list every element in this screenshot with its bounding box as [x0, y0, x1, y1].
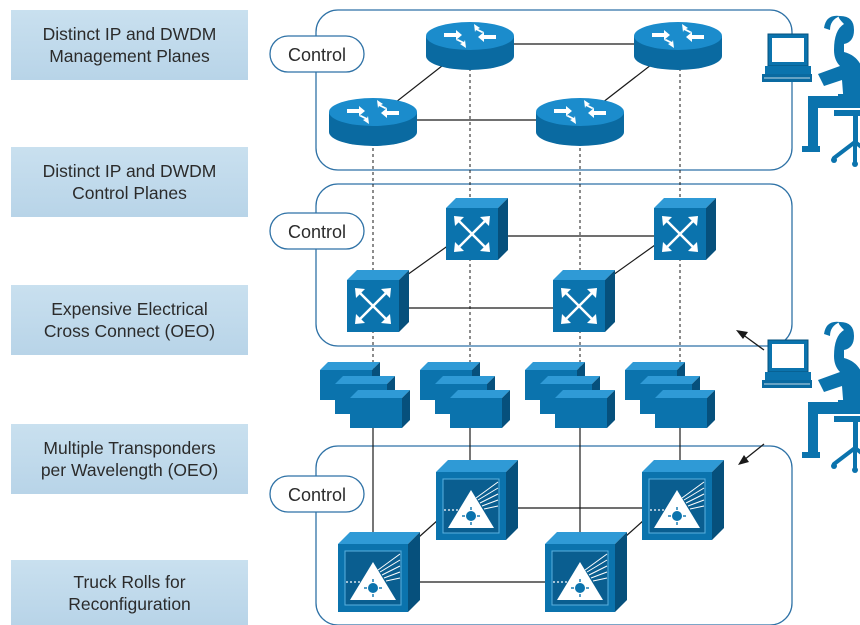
label-line: Expensive Electrical	[51, 299, 208, 319]
optical-node-icon	[641, 459, 725, 541]
transponder-group	[625, 362, 715, 428]
transponder-group	[320, 362, 410, 428]
label-truck-rolls: Truck Rolls for Reconfiguration	[11, 560, 248, 625]
control-label: Control	[288, 222, 346, 242]
label-line: Distinct IP and DWDM	[42, 161, 217, 181]
cross-connect-icon	[551, 268, 617, 334]
label-line: Management Planes	[49, 46, 210, 66]
control-plane	[315, 183, 793, 347]
operator-at-workstation-icon	[760, 319, 860, 475]
control-pill-optical: Control	[269, 475, 365, 513]
label-line: Cross Connect (OEO)	[43, 321, 216, 341]
label-cross-connect: Expensive Electrical Cross Connect (OEO)	[11, 285, 248, 355]
label-line: Control Planes	[72, 183, 187, 203]
cross-connect-icon	[345, 268, 411, 334]
control-pill-management: Control	[269, 35, 365, 73]
control-pill-control: Control	[269, 212, 365, 250]
label-control-planes: Distinct IP and DWDM Control Planes	[11, 147, 248, 217]
control-label: Control	[288, 485, 346, 505]
transponder-icon	[655, 390, 715, 428]
transponder-group	[420, 362, 510, 428]
label-line: Distinct IP and DWDM	[42, 24, 217, 44]
router-links	[372, 43, 679, 121]
router-icon	[536, 98, 624, 146]
optical-plane	[315, 445, 793, 625]
optical-vertical-links	[372, 428, 681, 540]
label-line: Reconfiguration	[68, 593, 191, 614]
optical-node-icon	[337, 531, 421, 613]
control-label: Control	[288, 45, 346, 65]
cross-connect-icon	[444, 196, 510, 262]
label-line: Multiple Transponders	[43, 438, 216, 458]
router-icon	[426, 22, 514, 70]
router-icon	[634, 22, 722, 70]
optical-node-icon	[435, 459, 519, 541]
management-plane	[315, 9, 793, 171]
transponder-icon	[555, 390, 615, 428]
label-management-planes: Distinct IP and DWDM Management Planes	[11, 10, 248, 80]
optical-node-icon	[544, 531, 628, 613]
label-line: Truck Rolls for	[73, 571, 186, 592]
label-line: per Wavelength (OEO)	[40, 460, 219, 480]
transponder-icon	[450, 390, 510, 428]
router-icon	[329, 98, 417, 146]
vertical-links	[372, 68, 681, 370]
operator-arrows	[736, 330, 765, 465]
transponder-group	[525, 362, 615, 428]
operator-at-workstation-icon	[760, 13, 860, 169]
cross-connect-links	[378, 235, 684, 309]
cross-connect-icon	[652, 196, 718, 262]
label-transponders: Multiple Transponders per Wavelength (OE…	[11, 424, 248, 494]
transponder-icon	[350, 390, 410, 428]
